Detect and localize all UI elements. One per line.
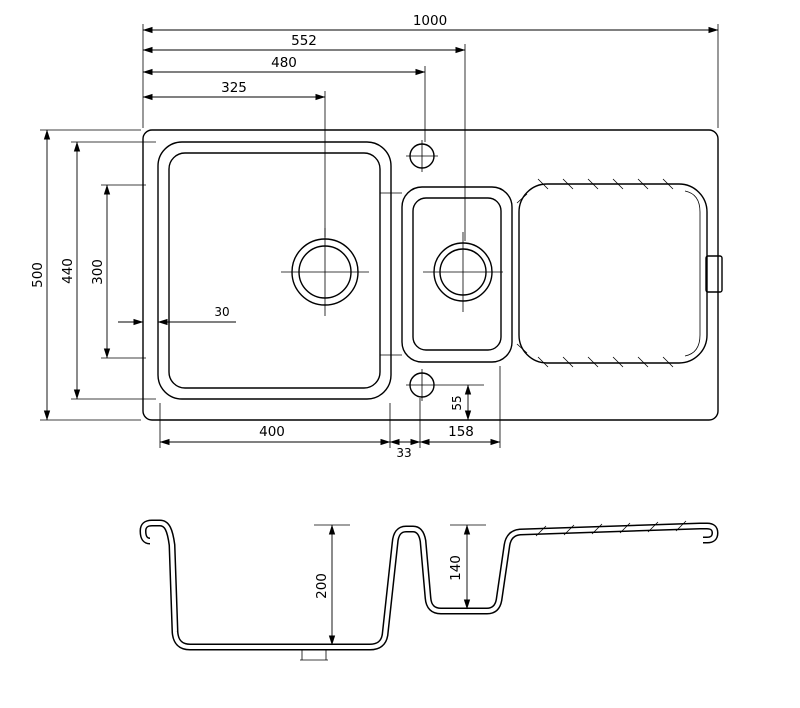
dim-tap-edge-offset-label: 55 [450, 395, 464, 410]
tap-hole-top [406, 140, 438, 172]
section-dimensions: 200 140 [314, 524, 486, 646]
dim-main-drain-center: 325 [142, 80, 326, 237]
section-drainer-ticks [535, 520, 687, 537]
top-view-dimensions: 1000 552 480 325 500 [30, 13, 719, 460]
dim-tap-edge-offset: 55 [438, 384, 484, 421]
main-drain [281, 228, 369, 316]
dim-rim-offset: 30 [118, 305, 236, 326]
dim-small-bowl-center: 552 [142, 33, 466, 241]
dim-main-bowl-width: 400 [159, 403, 391, 448]
bowl-divider [380, 192, 402, 356]
dim-small-bowl-depth: 140 [448, 524, 486, 610]
dim-overall-width: 1000 [142, 13, 719, 128]
small-drain [423, 232, 503, 312]
tap-hole-bottom [406, 369, 438, 401]
dim-main-bowl-depth: 200 [314, 524, 350, 646]
dim-overall-depth: 500 [30, 129, 141, 421]
dim-rim-offset-label: 30 [214, 305, 229, 319]
dim-overall-width-label: 1000 [413, 13, 447, 29]
dim-small-bowl-depth-label: 140 [448, 555, 464, 581]
small-bowl-inner [412, 197, 502, 351]
dim-small-bowl-width-label: 158 [448, 424, 474, 440]
dim-bowl-inner-depth: 300 [90, 184, 146, 359]
dim-main-bowl-width-label: 400 [259, 424, 285, 440]
drainer-area [516, 178, 723, 368]
main-bowl-inner [168, 152, 381, 389]
dim-bowl-inner-depth-label: 300 [90, 259, 106, 285]
dim-divider-width: 33 [389, 398, 421, 460]
dim-small-bowl-center-label: 552 [291, 33, 317, 49]
drainer-ticks [516, 178, 674, 368]
small-bowl-outer [401, 186, 513, 363]
dim-small-bowl-width: 158 [419, 366, 501, 448]
top-view [142, 129, 723, 421]
section-profile-inner [141, 521, 717, 649]
section-view [139, 519, 719, 661]
dim-bowl-outer-depth: 440 [60, 141, 156, 400]
drain-outlet [300, 650, 328, 661]
dim-overall-depth-label: 500 [30, 262, 46, 288]
dim-main-drain-center-label: 325 [221, 80, 247, 96]
main-bowl-outer [157, 141, 392, 400]
dim-tap-hole-center-label: 480 [271, 55, 297, 71]
dim-tap-hole-center: 480 [142, 55, 426, 142]
overflow-handle [705, 255, 723, 293]
sink-outline [142, 129, 719, 421]
dim-main-bowl-depth-label: 200 [314, 573, 330, 599]
section-profile [139, 519, 719, 651]
dim-divider-width-label: 33 [396, 446, 411, 460]
dim-bowl-outer-depth-label: 440 [60, 258, 76, 284]
